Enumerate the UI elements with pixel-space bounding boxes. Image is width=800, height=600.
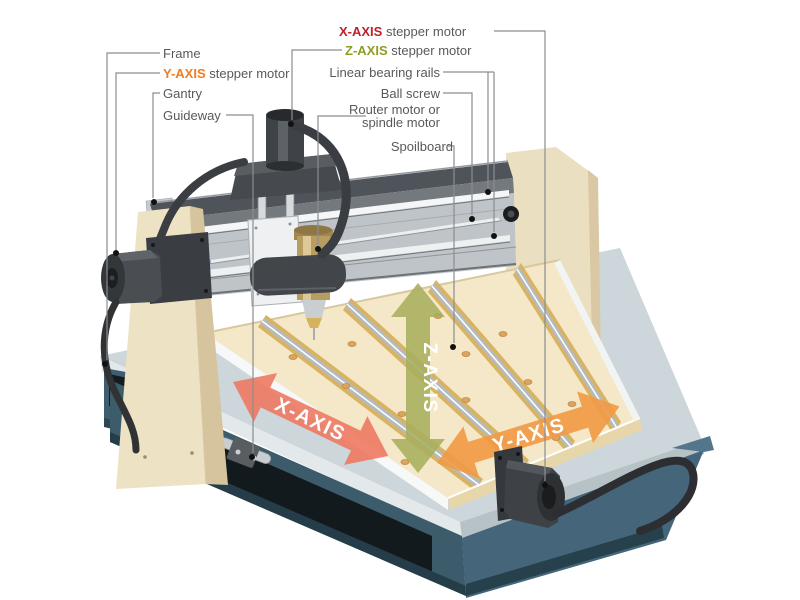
leader-gantry — [152, 92, 160, 198]
leader-ball-screw — [443, 92, 473, 215]
label-x-axis-word: X-AXIS — [339, 24, 383, 39]
spindle-cable — [291, 121, 351, 259]
label-y-axis-rest: stepper motor — [205, 66, 290, 81]
label-router-motor-line2: spindle motor — [361, 115, 440, 130]
t-slot-rails — [258, 263, 621, 491]
label-spoilboard: Spoilboard — [353, 139, 453, 154]
label-gantry: Gantry — [163, 86, 202, 101]
label-guideway: Guideway — [163, 108, 221, 123]
leader-z-axis-stepper — [291, 49, 342, 120]
label-ball-screw-text: Ball screw — [380, 86, 440, 101]
leader-router-motor — [317, 115, 366, 245]
router-spindle-motor — [249, 225, 347, 340]
z-axis-arrow: Z-AXIS — [391, 283, 445, 473]
leader-guideway — [226, 114, 254, 453]
z-stepper-motor — [266, 109, 304, 171]
y-stepper-motor — [100, 232, 212, 454]
label-linear-bearing-rails-text: Linear bearing rails — [329, 65, 440, 80]
label-y-axis-word: Y-AXIS — [163, 66, 206, 81]
label-x-axis-rest: stepper motor — [382, 24, 467, 39]
label-gantry-text: Gantry — [163, 86, 203, 101]
label-spoilboard-text: Spoilboard — [390, 139, 453, 154]
label-linear-bearing-rails: Linear bearing rails — [300, 65, 440, 80]
label-ball-screw: Ball screw — [340, 86, 440, 101]
leader-y-axis-stepper — [115, 72, 160, 250]
label-frame: Frame — [163, 46, 201, 61]
leader-spoilboard — [448, 145, 455, 343]
leader-x-axis-stepper — [494, 30, 546, 481]
x-motor-cable — [552, 456, 698, 535]
leader-dots — [102, 121, 548, 488]
z-axis-arrow-label: Z-AXIS — [419, 342, 440, 413]
leader-frame — [106, 52, 160, 360]
label-router-motor: Router motor or spindle motor — [320, 103, 440, 129]
z-axis-assembly — [230, 109, 351, 340]
label-x-axis-stepper: X-AXIS stepper motor — [339, 24, 466, 39]
label-z-axis-stepper: Z-AXIS stepper motor — [345, 43, 471, 58]
label-z-axis-word: Z-AXIS — [345, 43, 388, 58]
label-z-axis-rest: stepper motor — [387, 43, 472, 58]
label-y-axis-stepper: Y-AXIS stepper motor — [163, 66, 289, 81]
label-frame-text: Frame — [163, 46, 201, 61]
label-guideway-text: Guideway — [163, 108, 221, 123]
label-router-motor-line1: Router motor or — [348, 102, 440, 117]
leader-lines — [106, 30, 546, 481]
